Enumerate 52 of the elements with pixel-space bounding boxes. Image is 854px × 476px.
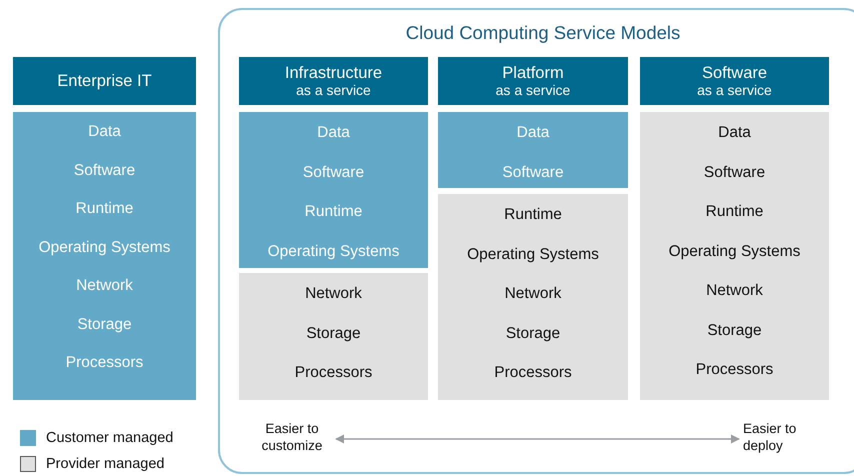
service-models-panel (218, 8, 854, 474)
layer-label: Runtime (704, 202, 764, 222)
layer-label: Processors (294, 363, 374, 383)
layer-label: Software (72, 160, 136, 180)
layer-label: Software (302, 162, 366, 182)
header-subtitle: as a service (494, 82, 572, 98)
header-subtitle: as a service (295, 82, 372, 98)
layer-label: Runtime (503, 205, 563, 225)
layer-label: Operating Systems (668, 242, 802, 262)
customer-managed-block (13, 112, 196, 400)
panel-heading: Cloud Computing Service Models (404, 22, 682, 44)
column-header (640, 57, 829, 105)
layer-label: Processors (493, 363, 573, 383)
header-title: Software (700, 64, 768, 82)
customer-managed-block (438, 112, 628, 188)
layer-label: Runtime (74, 199, 134, 219)
customer-managed-block (239, 112, 428, 268)
layer-label: Processors (64, 353, 144, 373)
layer-label: Processors (694, 360, 774, 380)
layer-label: Software (702, 162, 766, 182)
scale-label: Easier to customize (260, 420, 324, 454)
layer-label: Operating Systems (466, 244, 600, 264)
legend-label: Customer managed (46, 430, 174, 446)
column-header (438, 57, 628, 105)
layer-label: Storage (504, 324, 562, 344)
legend-label: Provider managed (46, 456, 164, 472)
layer-label: Network (705, 281, 764, 301)
provider-managed-block (438, 194, 628, 400)
provider-managed-block (239, 273, 428, 400)
layer-label: Network (504, 284, 562, 304)
header-title: Infrastructure (284, 64, 384, 82)
layer-label: Operating Systems (266, 242, 400, 262)
provider-managed-block (640, 112, 829, 400)
layer-label: Data (516, 123, 550, 143)
layer-label: Data (87, 122, 122, 142)
layer-label: Data (316, 123, 351, 143)
header-title: Platform (501, 64, 565, 82)
layer-label: Software (501, 162, 565, 182)
column-header (239, 57, 428, 105)
scale-label: Easier to deploy (743, 420, 798, 454)
layer-label: Runtime (304, 202, 364, 222)
header-title: Enterprise IT (56, 72, 153, 90)
header-subtitle: as a service (696, 82, 773, 98)
layer-label: Storage (706, 320, 763, 340)
layer-label: Storage (305, 324, 362, 344)
layer-label: Network (304, 284, 363, 304)
layer-label: Storage (76, 314, 133, 334)
layer-label: Data (717, 123, 752, 143)
layer-label: Network (75, 276, 134, 296)
column-header (13, 57, 196, 105)
layer-label: Operating Systems (38, 238, 172, 258)
double-arrow (335, 434, 740, 444)
